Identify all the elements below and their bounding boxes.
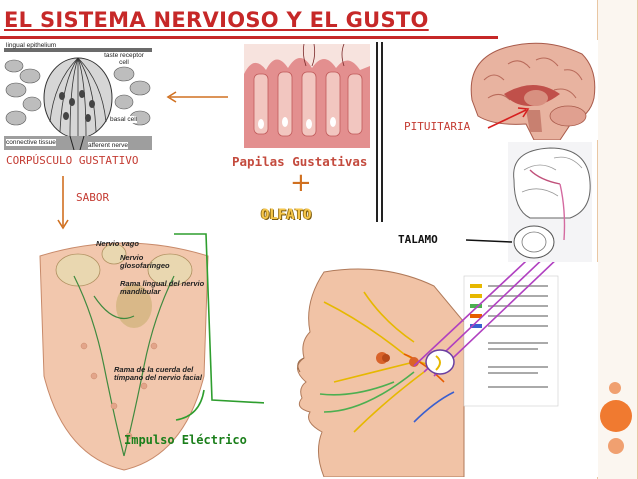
plus-sign: +	[290, 168, 312, 198]
papilas-diagram	[244, 44, 370, 148]
brain-sagittal-diagram	[464, 40, 598, 140]
label-papilas-gustativas: Papilas Gustativas	[232, 154, 368, 169]
head-nerves-diagram	[264, 262, 598, 477]
label-rama-cuerda: Rama de la cuerda del tímpano del nervio…	[114, 365, 202, 382]
label-corpusculo-gustativo: CORPÚSCULO GUSTATIVO	[6, 154, 139, 167]
label-rama-lingual: Rama lingual del nervio mandibular	[120, 279, 205, 296]
label-pituitaria: PITUITARIA	[404, 120, 471, 133]
title-underline-bar	[0, 36, 498, 39]
divider-line-2	[381, 42, 383, 222]
left-arrow-icon	[166, 91, 228, 103]
divider-line-1	[376, 42, 378, 222]
label-talamo: TALAMO	[398, 233, 438, 246]
page-title: EL SISTEMA NERVIOSO Y EL GUSTO	[4, 8, 429, 32]
label-basal-cell: basal cell	[110, 116, 138, 123]
taste-bud-diagram	[4, 42, 152, 150]
talamo-pointer-line	[466, 239, 513, 243]
thalamus-diagram	[508, 142, 592, 268]
label-glosofaringeo: Nervio glosofaríngeo	[120, 253, 170, 270]
label-nervio-vago: Nervio vago	[96, 239, 139, 248]
label-taste-receptor-cell: taste receptor cell	[104, 52, 144, 66]
pituitaria-arrow-icon	[487, 107, 530, 129]
label-lingual-epithelium: lingual epithelium	[6, 42, 57, 49]
tongue-diagram	[34, 236, 214, 472]
label-afferent-nerve: afferent nerve	[88, 142, 128, 149]
label-olfato: OLFATO	[261, 207, 312, 223]
down-arrow-icon	[57, 176, 69, 230]
decorative-dot-medium	[608, 438, 624, 454]
label-sabor: SABOR	[76, 191, 110, 204]
label-impulso-electrico: Impulso Eléctrico	[124, 433, 247, 447]
label-connective-tissue: connective tissue	[6, 139, 56, 146]
decorative-dot-small	[609, 382, 621, 394]
decorative-dot-large	[600, 400, 632, 432]
